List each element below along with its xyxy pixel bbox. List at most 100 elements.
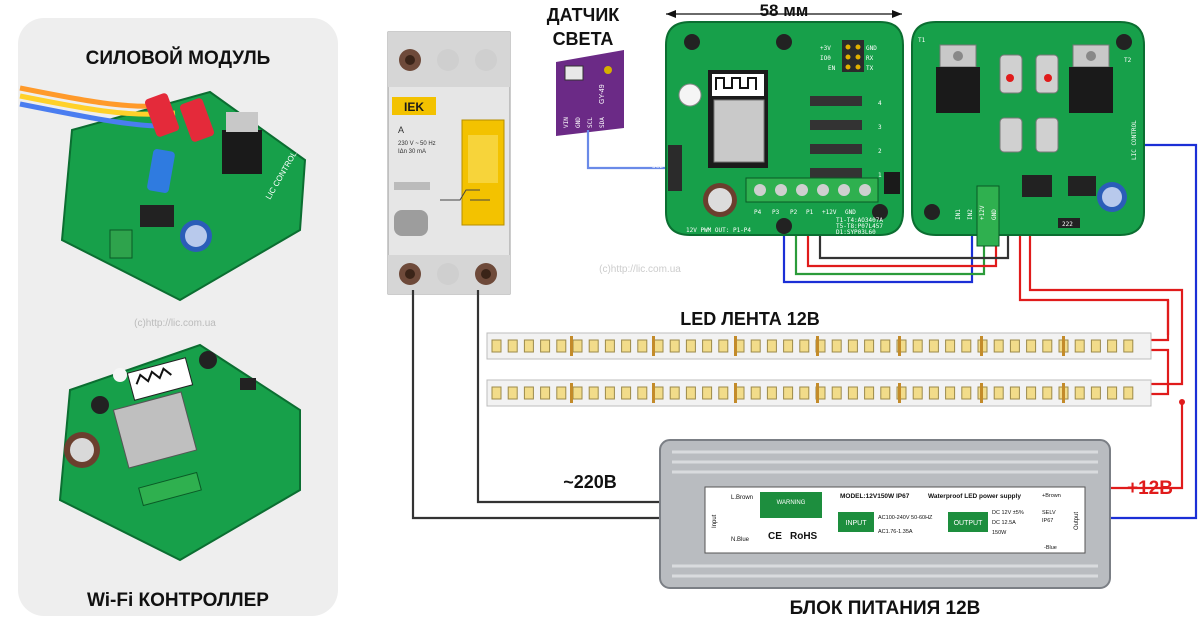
left-photo-panel: СИЛОВОЙ МОДУЛЬ Wi-Fi КОНТРОЛЛЕР (c)http:… — [18, 18, 338, 616]
svg-text:1: 1 — [878, 172, 882, 179]
cut-pad — [570, 383, 573, 403]
led-chip — [1074, 339, 1085, 353]
svg-text:3: 3 — [878, 124, 882, 131]
led-chip — [637, 386, 648, 400]
svg-text:Т5-Т8:P07L457: Т5-Т8:P07L457 — [836, 223, 883, 230]
led-chip — [718, 386, 729, 400]
led-strip-title: LED ЛЕНТА 12В — [680, 309, 820, 329]
breaker-brand: IEK — [404, 100, 424, 114]
svg-text:N.Blue: N.Blue — [731, 537, 750, 543]
ce-mark-icon: CE — [768, 531, 782, 542]
svg-text:AC1.76-1.35A: AC1.76-1.35A — [878, 529, 913, 535]
svg-text:IP67: IP67 — [1042, 518, 1053, 524]
led-chip — [783, 339, 794, 353]
led-strip-1 — [486, 332, 1152, 360]
cut-pad — [652, 383, 655, 403]
svg-text:LIC CONTROL: LIC CONTROL — [1131, 120, 1138, 160]
watermark-left: (c)http://lic.com.ua — [134, 318, 216, 329]
svg-text:+3V: +3V — [652, 183, 663, 190]
led-chip — [540, 386, 551, 400]
svg-text:SELV: SELV — [1042, 510, 1056, 516]
light-sensor: ДАТЧИК СВЕТА GY-49 VIN GND SCL SDA — [547, 5, 624, 136]
cut-pad — [734, 336, 737, 356]
cut-pad — [1062, 336, 1065, 356]
led-chip — [718, 339, 729, 353]
svg-text:Т1-Т4:AO3407A: Т1-Т4:AO3407A — [836, 217, 883, 224]
led-chip — [750, 386, 761, 400]
svg-text:Input: Input — [712, 514, 718, 528]
led-chip — [928, 339, 939, 353]
svg-text:EN: EN — [828, 65, 836, 72]
led-chip — [1107, 339, 1118, 353]
svg-text:OUTPUT: OUTPUT — [954, 520, 984, 527]
svg-text:GY-49: GY-49 — [599, 84, 606, 104]
led-chip — [945, 386, 956, 400]
svg-text:P3: P3 — [772, 209, 780, 216]
cut-pad — [816, 383, 819, 403]
led-chip — [961, 339, 972, 353]
led-chip — [507, 386, 518, 400]
led-chip — [491, 339, 502, 353]
svg-text:IΔn 30 mA: IΔn 30 mA — [398, 149, 426, 155]
power-supply-unit: L.Brown N.Blue Input WARNING CE RoHS MOD… — [659, 439, 1111, 589]
svg-text:IN2: IN2 — [967, 209, 974, 220]
svg-text:DC 12.5A: DC 12.5A — [992, 520, 1016, 526]
dimension-label: 58 мм — [760, 1, 809, 20]
led-chip — [572, 386, 583, 400]
svg-text:GND: GND — [866, 45, 877, 52]
led-chip — [669, 386, 680, 400]
led-chip — [1026, 386, 1037, 400]
led-chip — [1123, 386, 1134, 400]
svg-text:TX: TX — [866, 65, 874, 72]
svg-text:+12V: +12V — [979, 205, 986, 220]
led-chip — [1090, 386, 1101, 400]
led-chip — [604, 339, 615, 353]
led-chip — [556, 339, 567, 353]
cut-pad — [570, 336, 573, 356]
svg-text:230 V ~: 230 V ~ — [398, 141, 419, 147]
power-module-photo: LIC CONTROL — [19, 85, 307, 302]
led-chip — [653, 339, 664, 353]
svg-text:+3V: +3V — [820, 45, 831, 52]
svg-text:SDA: SDA — [652, 153, 663, 160]
wifi-controller-board: +3V GND IO0 RX EN TX SDA SCL GND +3V 4 3… — [652, 21, 904, 236]
svg-text:GND: GND — [845, 209, 856, 216]
svg-text:Output: Output — [1074, 512, 1080, 530]
led-chip — [1107, 386, 1118, 400]
led-chip — [540, 339, 551, 353]
cut-pad — [816, 336, 819, 356]
led-chip — [1042, 386, 1053, 400]
led-chip — [993, 386, 1004, 400]
svg-text:T1: T1 — [918, 37, 926, 44]
top-header: +3V GND IO0 RX EN TX — [820, 40, 877, 72]
svg-text:RoHS: RoHS — [790, 531, 818, 542]
led-chip — [491, 386, 502, 400]
cut-pad — [898, 383, 901, 403]
led-chip — [896, 339, 907, 353]
led-chip — [799, 339, 810, 353]
svg-text:L.Brown: L.Brown — [731, 495, 753, 501]
output-channels: 4 3 2 1 — [810, 96, 882, 179]
led-chip — [507, 339, 518, 353]
svg-text:SDA: SDA — [599, 117, 606, 128]
led-chip — [1090, 339, 1101, 353]
watermark-center: (c)http://lic.com.ua — [599, 264, 681, 275]
led-chip — [702, 386, 713, 400]
led-chip — [993, 339, 1004, 353]
svg-text:4: 4 — [878, 100, 882, 107]
svg-text:SCL: SCL — [587, 117, 594, 128]
led-chip — [685, 339, 696, 353]
led-chip — [523, 386, 534, 400]
led-chip — [847, 386, 858, 400]
cut-pad — [734, 383, 737, 403]
svg-text:Waterproof LED power supply: Waterproof LED power supply — [928, 493, 1021, 500]
mains-voltage-label: ~220В — [563, 472, 617, 492]
led-chip — [928, 386, 939, 400]
dimension-marker: 58 мм — [666, 1, 902, 20]
cut-pad — [652, 336, 655, 356]
led-chip — [653, 386, 664, 400]
led-chip — [702, 339, 713, 353]
svg-text:P2: P2 — [790, 209, 798, 216]
svg-text:-Blue: -Blue — [1044, 545, 1057, 551]
